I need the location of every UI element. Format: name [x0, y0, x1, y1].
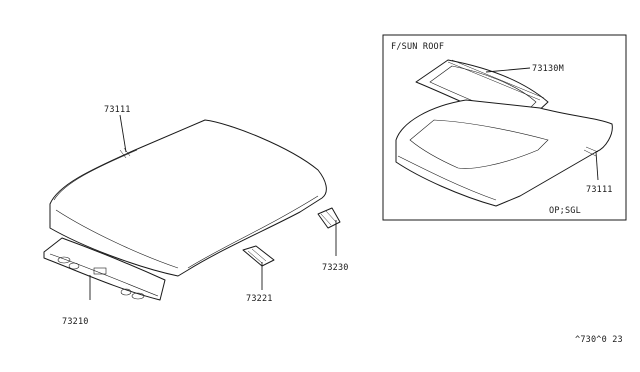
inset-note: OP;SGL [549, 206, 581, 216]
callout-sunroof-reinforcement: 73130M [532, 64, 564, 74]
side-roof-bow [242, 245, 275, 267]
sunroof-inset [382, 34, 627, 221]
footer-code: ^730^0 23 [575, 335, 623, 345]
callout-front-roof-bow: 73210 [62, 317, 89, 327]
callout-rear-roof-rail: 73230 [322, 263, 349, 273]
callout-roof-panel: 73111 [104, 105, 131, 115]
front-roof-bow [43, 237, 166, 301]
callout-roof-panel-sunroof: 73111 [586, 185, 613, 195]
callout-side-roof-bow: 73221 [246, 294, 273, 304]
inset-title: F/SUN ROOF [391, 42, 444, 52]
roof-panel [49, 119, 327, 277]
rear-roof-rail [317, 207, 341, 229]
